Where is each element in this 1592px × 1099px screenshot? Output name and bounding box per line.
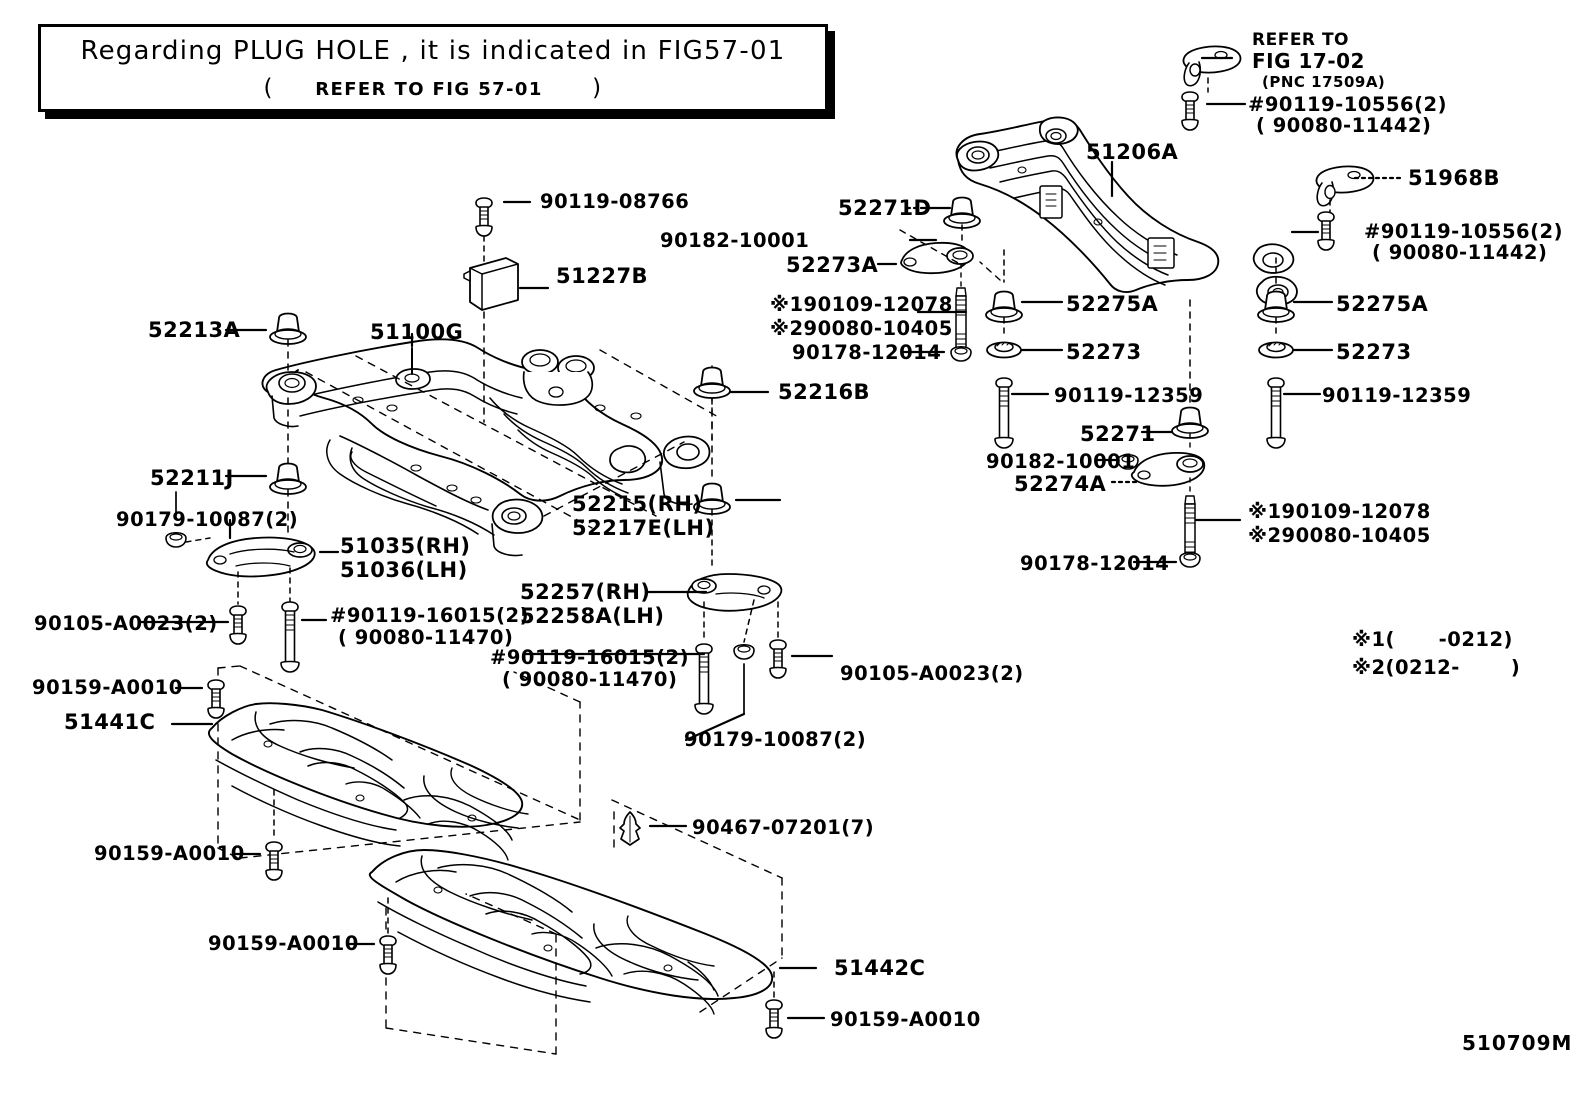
label-nut-90179-10087-center: 90179-10087(2) xyxy=(684,728,867,751)
label-kome1-90109-12078-bottom: ※190109-12078 xyxy=(1248,500,1431,523)
label-part-51442C: 51442C xyxy=(834,956,926,980)
note-open-paren: ( xyxy=(263,75,274,101)
kome1-text-top: 90109-12078 xyxy=(803,293,953,316)
label-part-51036-LH: 51036(LH) xyxy=(340,558,468,582)
label-part-52275A-right: 52275A xyxy=(1336,292,1429,316)
label-part-52271: 52271 xyxy=(1080,422,1156,446)
kome2-mark-bottom: ※2 xyxy=(1248,524,1282,547)
plug-hole-note-line2: ( REFER TO FIG 57-01 ) xyxy=(41,75,825,101)
label-refer-fig17-line1: REFER TO xyxy=(1252,30,1349,50)
label-nut-90178-12014-top: 90178-12014 xyxy=(792,341,942,364)
footnote-kome2-text: (0212- ) xyxy=(1385,656,1521,679)
label-bolt-90119-16015-center: #90119-16015(2) xyxy=(490,646,690,669)
label-bolt-90119-12359-right: 90119-12359 xyxy=(1322,384,1472,407)
label-part-51441C: 51441C xyxy=(64,710,156,734)
label-nut-90178-12014-bottom: 90178-12014 xyxy=(1020,552,1170,575)
label-bolt-90119-10556-right: #90119-10556(2) xyxy=(1364,220,1564,243)
label-part-51206A: 51206A xyxy=(1086,140,1179,164)
label-refer-fig17-pnc: (PNC 17509A) xyxy=(1262,73,1386,91)
label-part-52258A-LH: 52258A(LH) xyxy=(520,604,665,628)
label-bolt-90159-A0010-2: 90159-A0010 xyxy=(94,842,245,865)
label-bolt-90159-A0010-3: 90159-A0010 xyxy=(208,932,359,955)
label-part-52215-RH: 52215(RH) xyxy=(572,492,703,516)
label-refer-fig17-line2: FIG 17-02 xyxy=(1252,49,1365,73)
label-part-52271D: 52271D xyxy=(838,196,932,220)
label-nut-90182-10001-top: 90182-10001 xyxy=(660,229,810,252)
label-part-51035-RH: 51035(RH) xyxy=(340,534,471,558)
figure-id: 510709M xyxy=(1462,1031,1573,1055)
label-part-51100G: 51100G xyxy=(370,320,464,344)
label-bolt-90119-16015-left: #90119-16015(2) xyxy=(330,604,530,627)
note-refer-text: REFER TO FIG 57-01 xyxy=(315,79,543,100)
label-bolt-90080-11442-right: ( 90080-11442) xyxy=(1372,241,1548,264)
label-part-52217E-LH: 52217E(LH) xyxy=(572,516,715,540)
label-bolt-90105-A0023-center: 90105-A0023(2) xyxy=(840,662,1024,685)
label-bolt-90119-12359-left: 90119-12359 xyxy=(1054,384,1204,407)
label-kome2-90080-10405-bottom: ※290080-10405 xyxy=(1248,524,1431,547)
kome2-mark-top: ※2 xyxy=(770,317,804,340)
label-nut-90182-10001-bottom: 90182-10001 xyxy=(986,450,1136,473)
label-part-52257-RH: 52257(RH) xyxy=(520,580,651,604)
kome2-text-bottom: 90080-10405 xyxy=(1281,524,1431,547)
label-part-52211J: 52211J xyxy=(150,466,234,490)
label-clip-90467-07201: 90467-07201(7) xyxy=(692,816,875,839)
label-part-52273-right: 52273 xyxy=(1336,340,1412,364)
label-part-52273A: 52273A xyxy=(786,253,879,277)
label-bolt-90080-11442-top: ( 90080-11442) xyxy=(1256,114,1432,137)
footnote-kome2: ※2(0212- ) xyxy=(1352,656,1520,679)
label-part-51227B: 51227B xyxy=(556,264,649,288)
label-bolt-90159-A0010-1: 90159-A0010 xyxy=(32,676,183,699)
label-bolt-90119-08766: 90119-08766 xyxy=(540,190,690,213)
label-part-51968B: 51968B xyxy=(1408,166,1501,190)
label-part-52274A: 52274A xyxy=(1014,472,1107,496)
plug-hole-note-box: Regarding PLUG HOLE , it is indicated in… xyxy=(38,24,828,112)
footnote-kome1: ※1( -0212) xyxy=(1352,628,1513,651)
label-nut-90179-10087-left: 90179-10087(2) xyxy=(116,508,299,531)
label-kome1-90109-12078-top: ※190109-12078 xyxy=(770,293,953,316)
label-bolt-90080-11470-center: ( 90080-11470) xyxy=(502,668,678,691)
label-bolt-90105-A0023-left: 90105-A0023(2) xyxy=(34,612,218,635)
note-close-paren: ) xyxy=(592,75,603,101)
plug-hole-note-line1: Regarding PLUG HOLE , it is indicated in… xyxy=(80,36,786,66)
kome1-text-bottom: 90109-12078 xyxy=(1281,500,1431,523)
label-bolt-90159-A0010-4: 90159-A0010 xyxy=(830,1008,981,1031)
kome1-mark-top: ※1 xyxy=(770,293,804,316)
label-bolt-90119-10556-top: #90119-10556(2) xyxy=(1248,93,1448,116)
label-part-52216B: 52216B xyxy=(778,380,871,404)
label-part-52273-left: 52273 xyxy=(1066,340,1142,364)
footnote-kome1-mark: ※1 xyxy=(1352,628,1386,651)
kome1-mark-bottom: ※1 xyxy=(1248,500,1282,523)
footnote-kome2-mark: ※2 xyxy=(1352,656,1386,679)
label-bolt-90080-11470-left: ( 90080-11470) xyxy=(338,626,514,649)
kome2-text-top: 90080-10405 xyxy=(803,317,953,340)
label-part-52275A-left: 52275A xyxy=(1066,292,1159,316)
label-part-52213A: 52213A xyxy=(148,318,241,342)
label-kome2-90080-10405-top: ※290080-10405 xyxy=(770,317,953,340)
footnote-kome1-text: ( -0212) xyxy=(1385,628,1513,651)
